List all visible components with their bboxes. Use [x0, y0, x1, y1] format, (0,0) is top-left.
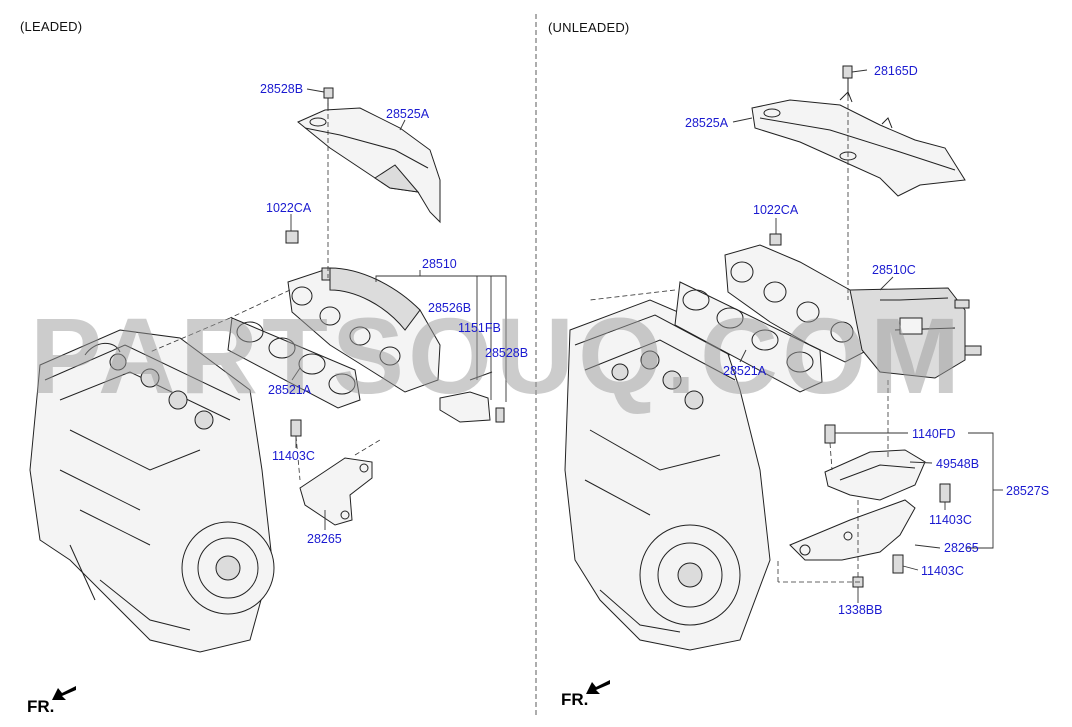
- part-label-28527S[interactable]: 28527S: [1006, 484, 1049, 498]
- watermark: PARTSOUQ.COM: [30, 295, 964, 416]
- heat-shield-left: [297, 107, 441, 224]
- exhaust-manifold-left: [287, 267, 441, 393]
- part-label-28528B-right[interactable]: 28528B: [485, 346, 528, 360]
- part-label-28510[interactable]: 28510: [422, 257, 457, 271]
- part-label-11403C-right-a[interactable]: 11403C: [929, 513, 972, 527]
- exhaust-gasket-left: [227, 317, 361, 409]
- heat-shield-right: [751, 91, 966, 197]
- small-parts-left: [285, 87, 505, 526]
- exhaust-manifold-catalyst-right: [724, 244, 982, 379]
- assembly-lines-left: [149, 98, 381, 481]
- engine-block-left: [29, 329, 275, 653]
- engine-block-right: [564, 299, 771, 651]
- part-label-1140FD[interactable]: 1140FD: [912, 427, 956, 441]
- small-parts-right: [769, 65, 951, 588]
- part-label-11403C-left[interactable]: 11403C: [272, 449, 315, 463]
- front-arrow-icon-left: [52, 686, 76, 700]
- part-label-28525A-left[interactable]: 28525A: [386, 107, 430, 121]
- part-label-28528B-top[interactable]: 28528B: [260, 82, 303, 96]
- part-label-28265-left[interactable]: 28265: [307, 532, 342, 546]
- part-label-1338BB[interactable]: 1338BB: [838, 603, 882, 617]
- part-label-11403C-right-b[interactable]: 11403C: [921, 564, 964, 578]
- section-title-leaded: (LEADED): [20, 19, 83, 34]
- leader-lines-left: [290, 88, 507, 530]
- part-label-28265-right[interactable]: 28265: [944, 541, 979, 555]
- part-label-1151FB[interactable]: 1151FB: [458, 321, 501, 335]
- part-label-1022CA-left[interactable]: 1022CA: [266, 201, 312, 215]
- part-label-28521A-right[interactable]: 28521A: [723, 364, 767, 378]
- front-indicator-left: FR.: [27, 697, 55, 716]
- leader-lines-right: [732, 69, 1003, 603]
- part-label-28525A-right[interactable]: 28525A: [685, 116, 729, 130]
- section-title-unleaded: (UNLEADED): [548, 20, 630, 35]
- part-label-28510C[interactable]: 28510C: [872, 263, 916, 277]
- part-label-1022CA-right[interactable]: 1022CA: [753, 203, 799, 217]
- assembly-lines-right: [589, 96, 889, 583]
- part-label-28521A-left[interactable]: 28521A: [268, 383, 312, 397]
- part-label-28165D[interactable]: 28165D: [874, 64, 918, 78]
- front-arrow-icon-right: [586, 680, 610, 694]
- front-indicator-right: FR.: [561, 690, 589, 709]
- exhaust-gasket-right: [674, 281, 823, 393]
- part-label-49548B[interactable]: 49548B: [936, 457, 979, 471]
- part-label-28526B[interactable]: 28526B: [428, 301, 471, 315]
